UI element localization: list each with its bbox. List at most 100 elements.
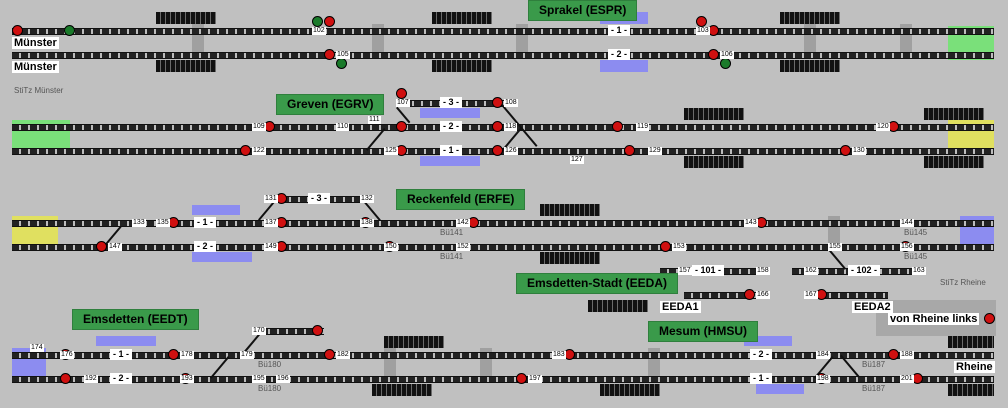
signal-lamp[interactable] — [888, 349, 899, 360]
track-egrv-2[interactable] — [12, 124, 994, 131]
track-eedt-2[interactable] — [12, 376, 994, 383]
block-section[interactable] — [684, 156, 744, 168]
block-section[interactable] — [780, 12, 840, 24]
signal-lamp[interactable] — [612, 121, 623, 132]
end-muenster-1: Münster — [12, 37, 59, 49]
block-section[interactable] — [684, 108, 744, 120]
signal-lamp[interactable] — [984, 313, 995, 324]
signal-number: 119 — [636, 123, 650, 131]
signal-lamp[interactable] — [324, 16, 335, 27]
block-section[interactable] — [924, 108, 984, 120]
signal-lamp[interactable] — [624, 145, 635, 156]
signal-number: 147 — [108, 243, 122, 251]
signal-number: 153 — [672, 243, 686, 251]
block-section[interactable] — [432, 60, 492, 72]
signal-lamp[interactable] — [324, 349, 335, 360]
track-label: - 2 - — [608, 49, 631, 60]
track-eedt-top[interactable] — [252, 328, 324, 335]
block-section[interactable] — [156, 60, 216, 72]
station-reckenfeld[interactable]: Reckenfeld (ERFE) — [396, 189, 526, 210]
track-espr-2[interactable] — [12, 52, 994, 59]
block-section[interactable] — [432, 12, 492, 24]
block-section[interactable] — [948, 384, 994, 396]
station-emsdetten[interactable]: Emsdetten (EEDT) — [72, 309, 199, 330]
block-section[interactable] — [924, 156, 984, 168]
track-eeda-spur-2[interactable] — [804, 292, 888, 299]
signal-lamp[interactable] — [396, 121, 407, 132]
signal-lamp[interactable] — [336, 58, 347, 69]
block-section[interactable] — [588, 300, 648, 312]
signal-lamp[interactable] — [60, 373, 71, 384]
zone-blue-erfe — [192, 205, 240, 215]
signal-number: 163 — [912, 267, 926, 275]
block-section[interactable] — [540, 204, 600, 216]
signal-lamp[interactable] — [492, 97, 503, 108]
signal-number: 127 — [570, 156, 584, 164]
zone-blue-egrv — [420, 108, 480, 118]
track-espr-1[interactable] — [12, 28, 994, 35]
signal-number: 166 — [756, 291, 770, 299]
signal-lamp[interactable] — [96, 241, 107, 252]
signal-lamp[interactable] — [696, 16, 707, 27]
signal-number: 170 — [252, 327, 266, 335]
signal-number: 126 — [504, 147, 518, 155]
signal-lamp[interactable] — [708, 49, 719, 60]
level-crossing-label: Bü187 — [862, 360, 886, 369]
signal-number: 196 — [276, 375, 290, 383]
level-crossing-label: Bü145 — [904, 252, 928, 261]
signal-lamp[interactable] — [12, 25, 23, 36]
signal-number: 137 — [264, 219, 278, 227]
block-section[interactable] — [372, 384, 432, 396]
station-sprakel[interactable]: Sprakel (ESPR) — [528, 0, 638, 21]
end-muenster-2: Münster — [12, 61, 59, 73]
block-section[interactable] — [540, 252, 600, 264]
eeda2-label: EEDA2 — [852, 301, 893, 313]
zone-blue-espr-bottom — [600, 60, 648, 72]
signal-lamp[interactable] — [516, 373, 527, 384]
track-label: - 3 - — [308, 193, 331, 204]
block-section[interactable] — [948, 336, 994, 348]
zone-blue-egrv-2 — [420, 156, 480, 166]
block-section[interactable] — [600, 384, 660, 396]
signal-number: 197 — [528, 375, 542, 383]
level-crossing-label: Bü180 — [258, 360, 282, 369]
signal-lamp[interactable] — [324, 49, 335, 60]
track-label: - 2 - — [194, 241, 217, 252]
end-von-rheine: von Rheine links — [888, 313, 980, 325]
crossover[interactable] — [828, 248, 847, 270]
signal-lamp[interactable] — [312, 16, 323, 27]
station-emsdetten-stadt[interactable]: Emsdetten-Stadt (EEDA) — [516, 273, 679, 294]
signal-number: 162 — [804, 267, 818, 275]
block-section[interactable] — [780, 60, 840, 72]
signal-number: 122 — [252, 147, 266, 155]
signal-lamp[interactable] — [312, 325, 323, 336]
track-label: - 2 - — [750, 349, 773, 360]
signal-lamp[interactable] — [720, 58, 731, 69]
station-mesum[interactable]: Mesum (HMSU) — [648, 321, 759, 342]
signal-lamp[interactable] — [396, 88, 407, 99]
track-label: - 101 - — [692, 265, 725, 276]
station-greven[interactable]: Greven (EGRV) — [276, 94, 385, 115]
signal-lamp[interactable] — [240, 145, 251, 156]
signal-number: 132 — [360, 195, 374, 203]
block-section[interactable] — [384, 336, 444, 348]
track-label: - 1 - — [194, 217, 217, 228]
signal-lamp[interactable] — [168, 349, 179, 360]
signal-number: 195 — [252, 375, 266, 383]
track-erfe-1[interactable] — [12, 220, 994, 227]
signal-number: 183 — [552, 351, 566, 359]
zone-blue-erfe-2 — [192, 252, 252, 262]
signal-lamp[interactable] — [660, 241, 671, 252]
track-erfe-2[interactable] — [12, 244, 994, 251]
block-section[interactable] — [156, 12, 216, 24]
end-rheine: Rheine — [954, 361, 995, 373]
track-eedt-1[interactable] — [12, 352, 994, 359]
track-eeda-spur[interactable] — [684, 292, 768, 299]
signal-lamp[interactable] — [840, 145, 851, 156]
signal-number: 155 — [828, 243, 842, 251]
signal-lamp[interactable] — [492, 145, 503, 156]
signal-lamp[interactable] — [744, 289, 755, 300]
signal-lamp[interactable] — [64, 25, 75, 36]
signal-lamp[interactable] — [492, 121, 503, 132]
zone-blue-eedt — [96, 336, 156, 346]
